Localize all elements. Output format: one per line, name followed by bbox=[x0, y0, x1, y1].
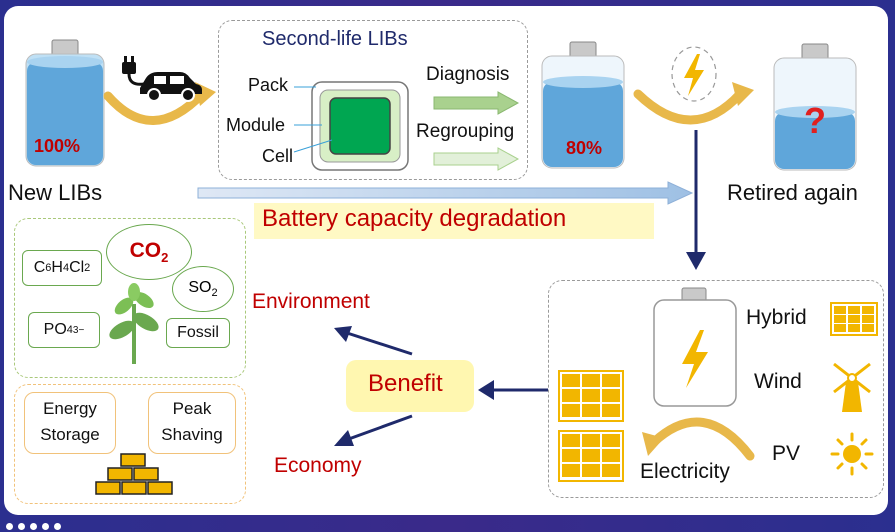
second-life-battery-icon bbox=[541, 41, 625, 169]
c6h4cl2-sub3: 2 bbox=[84, 262, 91, 274]
down-arrow bbox=[686, 130, 706, 270]
diagnosis-arrow bbox=[433, 91, 520, 115]
second-battery-percent: 80% bbox=[566, 138, 603, 158]
wind-label: Wind bbox=[754, 370, 802, 393]
degradation-label: Battery capacity degradation bbox=[262, 205, 567, 232]
peak-shaving-line1: Peak bbox=[172, 399, 212, 418]
second-life-title: Second-life LIBs bbox=[262, 28, 408, 50]
economy-panel bbox=[14, 384, 246, 504]
c6h4cl2-base2: H bbox=[51, 259, 63, 276]
energy-storage-line2: Storage bbox=[40, 425, 100, 444]
new-battery-icon bbox=[25, 39, 105, 167]
windmill-icon bbox=[833, 362, 871, 412]
peak-shaving-chip: Peak Shaving bbox=[148, 392, 236, 454]
retire-arc-arrow bbox=[633, 82, 754, 125]
electricity-arc-arrow bbox=[642, 417, 755, 461]
benefit-arrows bbox=[334, 326, 548, 446]
energy-storage-chip: Energy Storage bbox=[24, 392, 116, 454]
new-libs-label: New LIBs bbox=[8, 180, 103, 205]
pack-module-cell-diagram bbox=[293, 81, 409, 171]
peak-shaving-line2: Shaving bbox=[161, 425, 223, 444]
lightning-icon bbox=[671, 46, 717, 102]
energy-storage-line1: Energy bbox=[43, 399, 97, 418]
pack-label: Pack bbox=[248, 75, 289, 95]
cell-label: Cell bbox=[262, 146, 294, 166]
gold-bars-icon bbox=[95, 453, 173, 495]
co2-base: CO bbox=[129, 238, 162, 262]
plant-icon bbox=[109, 283, 159, 364]
pv-label: PV bbox=[772, 442, 801, 465]
benefit-box bbox=[346, 360, 474, 412]
c6h4cl2-sub2: 4 bbox=[62, 262, 70, 274]
economy-label: Economy bbox=[274, 454, 362, 477]
c6h4cl2-base1: C bbox=[33, 259, 46, 276]
degradation-arrow bbox=[197, 181, 694, 205]
environment-panel bbox=[14, 218, 246, 378]
co2-bubble: CO2 bbox=[106, 224, 192, 280]
degradation-label-box bbox=[254, 203, 654, 239]
retired-again-label: Retired again bbox=[727, 180, 858, 205]
retired-battery-icon bbox=[773, 43, 857, 171]
c6h4cl2-base3: Cl bbox=[69, 259, 85, 276]
new-battery-percent: 100% bbox=[34, 136, 81, 156]
second-life-box bbox=[218, 20, 528, 180]
sun-icon bbox=[830, 432, 874, 476]
co2-sub: 2 bbox=[161, 250, 169, 266]
c6h4cl2-sub1: 6 bbox=[45, 262, 52, 274]
fossil-chip: Fossil bbox=[166, 318, 230, 348]
question-icon: ? bbox=[804, 100, 826, 141]
so2-sub: 2 bbox=[211, 287, 218, 300]
po4-sup: 3− bbox=[72, 324, 85, 336]
diagnosis-label: Diagnosis bbox=[426, 64, 510, 85]
po4-sub: 4 bbox=[66, 324, 73, 336]
so2-base: SO bbox=[188, 278, 212, 296]
storage-battery-icon bbox=[653, 287, 737, 407]
plug-icon bbox=[122, 56, 145, 86]
slide-dots bbox=[6, 523, 61, 530]
car-icon bbox=[140, 72, 202, 102]
so2-bubble: SO2 bbox=[172, 266, 234, 312]
solar-panel-icon bbox=[558, 370, 624, 422]
energy-sources-panel bbox=[548, 280, 884, 498]
diagram-card: 100% New LIBs Second-life LIBs Pack Modu… bbox=[4, 6, 888, 515]
po4-base: PO bbox=[43, 321, 67, 338]
solar-panel-icon bbox=[558, 430, 624, 482]
hybrid-label: Hybrid bbox=[746, 306, 807, 329]
benefit-label: Benefit bbox=[368, 370, 443, 397]
module-label: Module bbox=[226, 115, 286, 135]
regrouping-label: Regrouping bbox=[416, 121, 515, 142]
electricity-label: Electricity bbox=[640, 460, 730, 483]
hybrid-grid-icon bbox=[830, 302, 878, 336]
regrouping-arrow bbox=[433, 147, 520, 171]
environment-label: Environment bbox=[252, 290, 370, 313]
